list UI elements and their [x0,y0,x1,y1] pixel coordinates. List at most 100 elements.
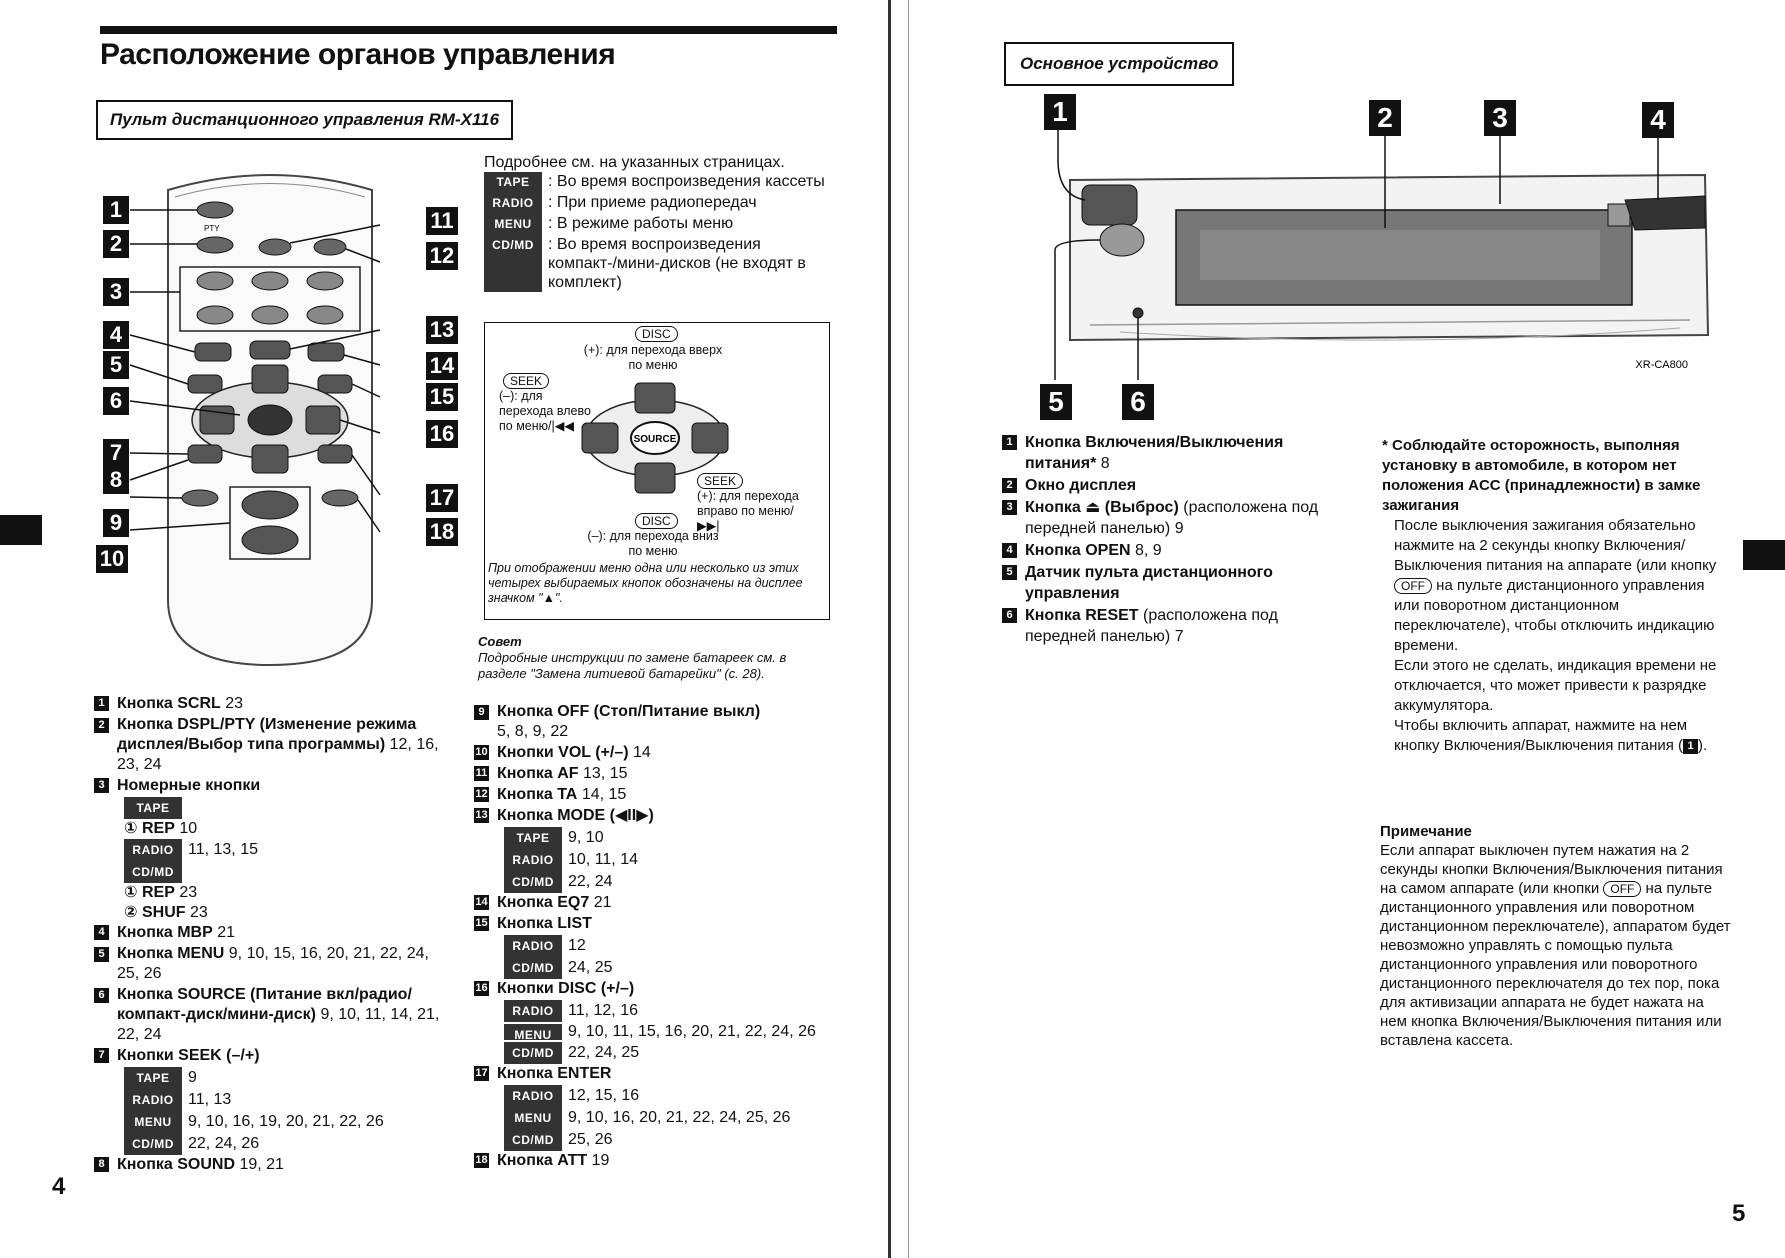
legend-pages: 9, 10 [568,829,604,847]
disc-plus-button[interactable] [251,364,289,394]
legend-pages: 21 [593,894,612,911]
pty-label: PTY [204,224,220,233]
legend-pages: 9, 10, 11, 15, 16, 20, 21, 22, 24, 26 [568,1023,816,1040]
legend-num: 16 [474,981,489,997]
preset-2-button[interactable] [251,271,289,291]
caution-p3b: ). [1698,737,1708,754]
reset-button[interactable] [1132,307,1144,319]
preset-5-button[interactable] [251,305,289,325]
legend-num: 2 [94,718,109,733]
dpad-illustration: SOURCE [581,382,729,494]
tag: MENU [504,1107,562,1129]
tag-menu: MENU [484,214,542,235]
legend-pages: 9 [188,1069,197,1087]
ta-button[interactable] [313,238,347,256]
caution-p2: Если этого не сделать, индикация времени… [1394,657,1717,714]
preset-3-button[interactable] [306,271,344,291]
mode-note-intro: Подробнее см. на указанных страницах. [484,154,785,171]
legend-label: Кнопка OPEN [1025,542,1131,559]
inset-footnote: При отображении меню одна или несколько … [488,561,803,605]
vol-minus-button[interactable] [241,525,299,555]
legend-label: Кнопка RESET [1025,607,1139,624]
legend-pages: 9 [1174,520,1184,537]
eq7-button[interactable] [307,342,345,362]
tag: RADIO [504,935,562,957]
legend-pages: 23 [225,695,244,712]
section-tab-right [1743,540,1785,570]
dspl-pty-button[interactable] [196,236,234,254]
note-p1a: Если аппарат выключен путем нажатия на 2… [1380,842,1723,897]
open-button[interactable] [1624,195,1706,231]
legend-num: 14 [474,895,489,911]
legend-label: Кнопка SOURCE (Питание вкл/радио/компакт… [117,986,412,1023]
enter-button[interactable] [317,444,353,464]
off-button[interactable] [181,489,219,507]
vol-plus-button[interactable] [241,490,299,520]
legend-num: 15 [474,916,489,932]
legend-label: Кнопка ⏏ (Выброс) [1025,499,1179,516]
tag: RADIO [504,1085,562,1107]
preset-1-button[interactable] [196,271,234,291]
legend-pages: 14 [633,744,651,761]
scrl-button[interactable] [196,201,234,219]
legend-pages: 7 [1174,628,1184,645]
eject-button[interactable] [1607,203,1631,227]
mode-note-cd: : Во время воспроизведения компакт-/мини… [548,236,806,291]
legend-label: Кнопка MODE (◀II▶) [497,807,654,824]
remote-callout-2: 2 [103,230,129,258]
legend-label: Кнопки VOL (+/–) [497,744,629,761]
legend-num: 1 [1002,435,1017,450]
title-rule [100,26,837,34]
legend-pages: 11, 12, 16 [568,1002,638,1020]
remote-callout-3: 3 [103,278,129,306]
legend-extra: (расположена под передней панелью) [1025,499,1319,537]
tag: MENU [504,1024,562,1042]
af-button[interactable] [258,238,292,256]
tag-cd: CD/MD [484,235,542,292]
legend-label: Кнопки DISC (+/–) [497,980,635,997]
inset-disc-up-pill: DISC [635,326,678,342]
legend-pages: 9, 10, 16, 19, 20, 21, 22, 26 [188,1113,384,1131]
unit-callout-2: 2 [1369,100,1401,136]
legend-num: 17 [474,1066,489,1082]
legend-label: Кнопка MENU [117,945,225,962]
caution-head: * Соблюдайте осторожность, выполняя уста… [1382,437,1701,514]
page-number-left: 4 [52,1173,66,1200]
power-button[interactable] [1081,184,1138,226]
source-button[interactable] [247,404,293,436]
tag: TAPE [124,797,182,819]
main-unit-illustration: XR-CA800 [1054,120,1710,380]
mode-button[interactable] [249,340,291,360]
inset-seek-left-text: (–): для перехода влево по меню/|◀◀ [499,389,591,433]
legend-pages: 5, 8, 9, 22 [497,723,569,740]
legend-pages: 12, 16, 23, 24 [117,736,439,773]
remote-callout-13: 13 [426,316,458,344]
off-button-ref: OFF [1394,578,1432,594]
remote-callout-18: 18 [426,518,458,546]
caution-p3a: Чтобы включить аппарат, нажмите на нем к… [1394,717,1688,754]
legend-pages: 23 [179,884,198,901]
disc-minus-button[interactable] [251,444,289,474]
sound-button[interactable] [187,444,223,464]
legend-num: 7 [94,1048,109,1064]
preset-4-button[interactable] [196,305,234,325]
seek-plus-button[interactable] [305,405,341,435]
preset-6-button[interactable] [306,305,344,325]
legend-label: Кнопка TA [497,786,578,803]
legend-num: 9 [474,705,489,720]
att-button[interactable] [321,489,359,507]
page-gutter [888,0,891,1258]
mbp-button[interactable] [194,342,232,362]
list-button[interactable] [317,374,353,394]
inset-seek-left-pill: SEEK [503,373,550,389]
menu-button[interactable] [187,374,223,394]
tag: MENU [124,1111,182,1133]
tag: CD/MD [504,957,562,979]
remote-callout-4: 4 [103,321,129,349]
inset-source-label: SOURCE [634,434,677,445]
legend-num: 5 [94,947,109,962]
remote-callout-17: 17 [426,484,458,512]
legend-label: Кнопки SEEK (–/+) [117,1047,260,1064]
legend-num: 5 [1002,565,1017,580]
